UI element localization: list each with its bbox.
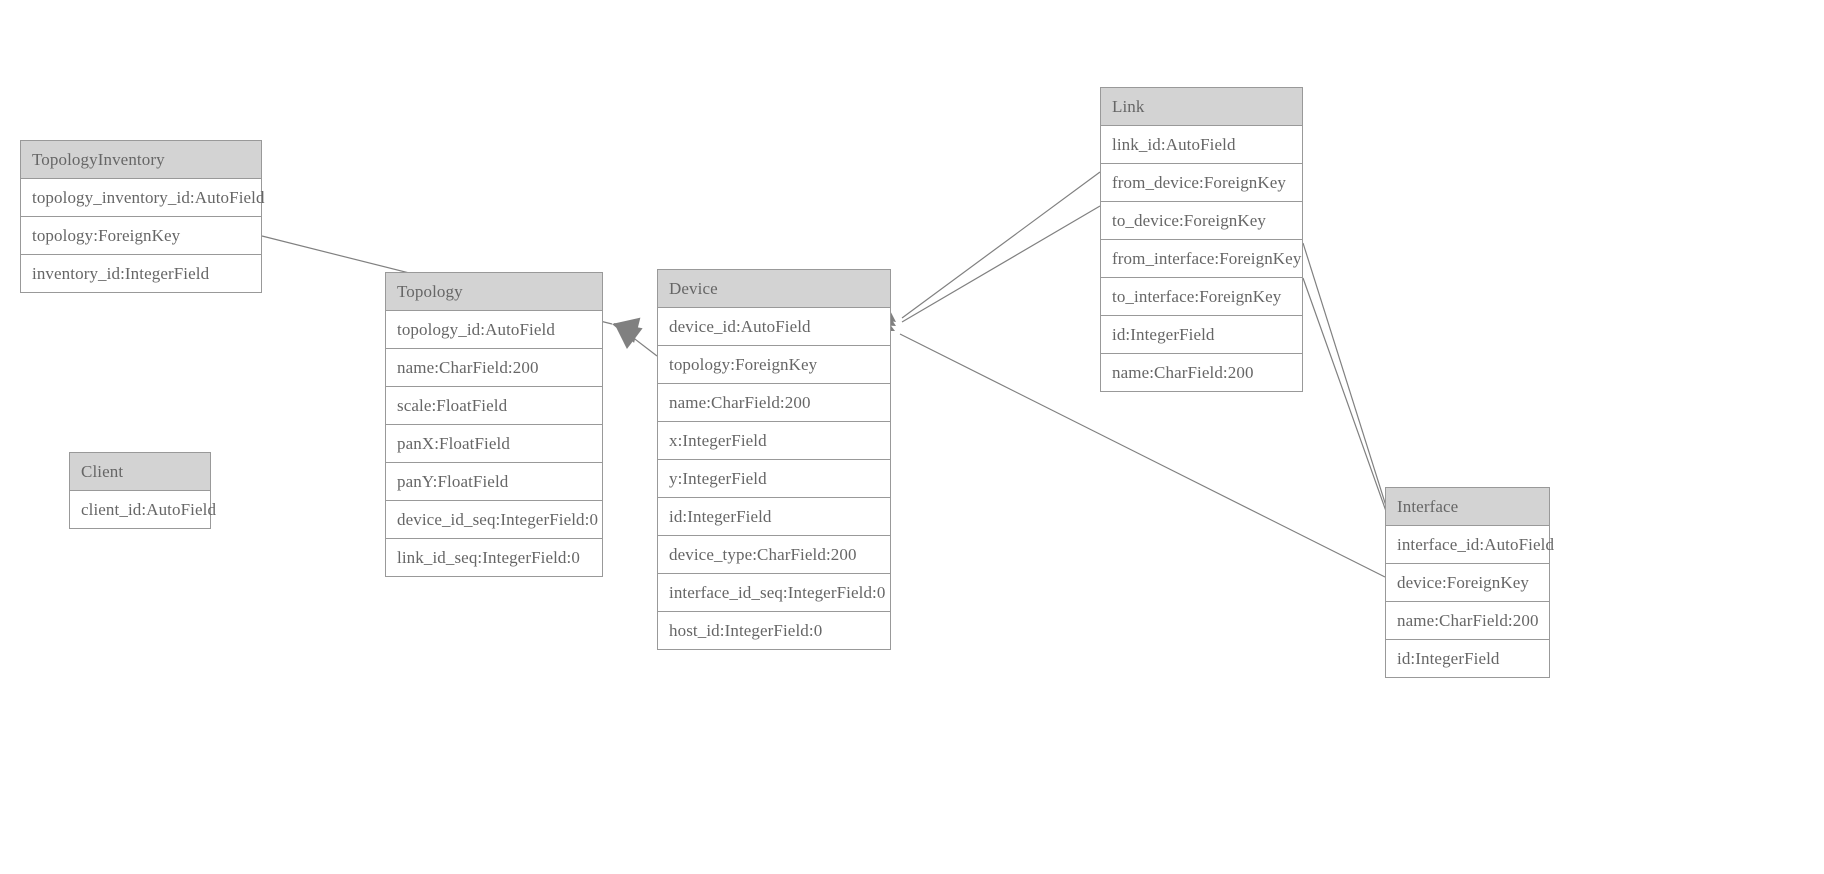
- entity-field: host_id:IntegerField:0: [658, 612, 890, 649]
- entity-field: from_device:ForeignKey: [1101, 164, 1302, 202]
- entity-title-topology_inventory: TopologyInventory: [21, 141, 261, 179]
- entity-field: id:IntegerField: [1386, 640, 1549, 677]
- entity-field: interface_id:AutoField: [1386, 526, 1554, 564]
- entity-field: client_id:AutoField: [70, 491, 216, 528]
- entity-field: topology:ForeignKey: [658, 346, 890, 384]
- entity-title-topology: Topology: [386, 273, 602, 311]
- entity-field: interface_id_seq:IntegerField:0: [658, 574, 890, 612]
- entity-field: link_id_seq:IntegerField:0: [386, 539, 602, 576]
- entity-field: panX:FloatField: [386, 425, 602, 463]
- entity-field: name:CharField:200: [386, 349, 602, 387]
- entity-field: topology_id:AutoField: [386, 311, 602, 349]
- entity-field: id:IntegerField: [658, 498, 890, 536]
- entity-field: to_device:ForeignKey: [1101, 202, 1302, 240]
- relationship-arrowhead: [614, 323, 643, 350]
- entity-title-link: Link: [1101, 88, 1302, 126]
- entity-field: link_id:AutoField: [1101, 126, 1302, 164]
- entity-field: device:ForeignKey: [1386, 564, 1549, 602]
- entity-field: device_id_seq:IntegerField:0: [386, 501, 602, 539]
- entity-field: device_type:CharField:200: [658, 536, 890, 574]
- relationship-line: [617, 325, 658, 357]
- entity-field: name:CharField:200: [1386, 602, 1549, 640]
- entity-field: device_id:AutoField: [658, 308, 890, 346]
- entity-field: name:CharField:200: [658, 384, 890, 422]
- relationship-line: [901, 171, 1101, 319]
- entity-title-device: Device: [658, 270, 890, 308]
- entity-title-client: Client: [70, 453, 210, 491]
- relationship-arrowhead: [612, 317, 641, 343]
- entity-field: name:CharField:200: [1101, 354, 1302, 391]
- relationship-line: [901, 205, 1101, 323]
- relationship-line: [1302, 242, 1393, 526]
- entity-field: y:IntegerField: [658, 460, 890, 498]
- entity-field: panY:FloatField: [386, 463, 602, 501]
- entity-field: topology:ForeignKey: [21, 217, 261, 255]
- entity-field: topology_inventory_id:AutoField: [21, 179, 264, 217]
- entity-field: from_interface:ForeignKey: [1101, 240, 1302, 278]
- entity-field: id:IntegerField: [1101, 316, 1302, 354]
- entity-field: to_interface:ForeignKey: [1101, 278, 1302, 316]
- entity-field: scale:FloatField: [386, 387, 602, 425]
- entity-field: inventory_id:IntegerField: [21, 255, 261, 292]
- entity-title-interface: Interface: [1386, 488, 1549, 526]
- entity-field: x:IntegerField: [658, 422, 890, 460]
- relationship-line: [1302, 277, 1393, 529]
